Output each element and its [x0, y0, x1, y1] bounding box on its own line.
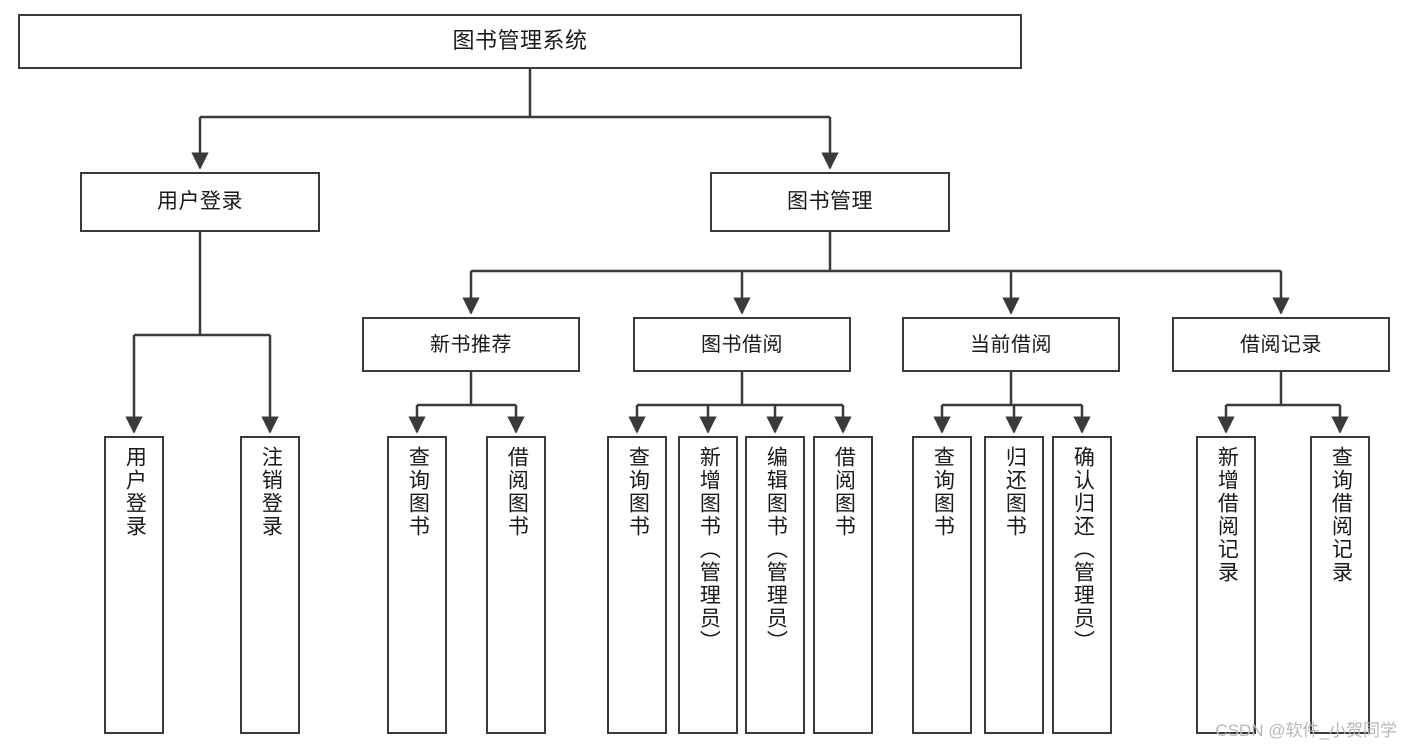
node-leaf-5[interactable]: 查询图书: [607, 436, 667, 734]
node-leaf-2-label: 注销登录: [259, 446, 283, 538]
node-level3-3-label: 当前借阅: [970, 333, 1052, 356]
node-level3-3[interactable]: 当前借阅: [902, 317, 1120, 372]
node-leaf-4[interactable]: 借阅图书: [486, 436, 546, 734]
node-root[interactable]: 图书管理系统: [18, 14, 1022, 69]
node-leaf-4-label: 借阅图书: [505, 446, 529, 538]
node-level3-4[interactable]: 借阅记录: [1172, 317, 1390, 372]
node-leaf-7[interactable]: 编辑图书（管理员）: [745, 436, 805, 734]
node-leaf-1-label: 用户登录: [123, 446, 147, 538]
node-leaf-13-label: 查询借阅记录: [1329, 446, 1353, 584]
node-leaf-1[interactable]: 用户登录: [104, 436, 164, 734]
node-leaf-12[interactable]: 新增借阅记录: [1196, 436, 1256, 734]
node-level3-2-label: 图书借阅: [701, 333, 783, 356]
node-level2-2[interactable]: 图书管理: [710, 172, 950, 232]
node-leaf-2[interactable]: 注销登录: [240, 436, 300, 734]
node-leaf-3-label: 查询图书: [406, 446, 430, 538]
node-leaf-10-label: 归还图书: [1003, 446, 1027, 538]
node-leaf-5-label: 查询图书: [626, 446, 650, 538]
node-level2-1-label: 用户登录: [157, 190, 243, 214]
node-level3-1[interactable]: 新书推荐: [362, 317, 580, 372]
node-leaf-6[interactable]: 新增图书（管理员）: [678, 436, 738, 734]
node-level3-2[interactable]: 图书借阅: [633, 317, 851, 372]
node-level2-2-label: 图书管理: [787, 190, 873, 214]
node-leaf-13[interactable]: 查询借阅记录: [1310, 436, 1370, 734]
node-leaf-10[interactable]: 归还图书: [984, 436, 1044, 734]
node-level3-4-label: 借阅记录: [1240, 333, 1322, 356]
node-leaf-3[interactable]: 查询图书: [387, 436, 447, 734]
node-leaf-8[interactable]: 借阅图书: [813, 436, 873, 734]
node-leaf-9-label: 查询图书: [931, 446, 955, 538]
node-leaf-9[interactable]: 查询图书: [912, 436, 972, 734]
node-leaf-6-label: 新增图书（管理员）: [697, 446, 721, 653]
node-root-label: 图书管理系统: [452, 28, 588, 54]
node-leaf-11[interactable]: 确认归还（管理员）: [1052, 436, 1112, 734]
node-level2-1[interactable]: 用户登录: [80, 172, 320, 232]
node-leaf-8-label: 借阅图书: [832, 446, 856, 538]
node-leaf-7-label: 编辑图书（管理员）: [764, 446, 788, 653]
node-leaf-12-label: 新增借阅记录: [1215, 446, 1239, 584]
node-level3-1-label: 新书推荐: [430, 333, 512, 356]
node-leaf-11-label: 确认归还（管理员）: [1071, 446, 1095, 653]
watermark: CSDN @软件_小贺同学: [1215, 721, 1397, 740]
